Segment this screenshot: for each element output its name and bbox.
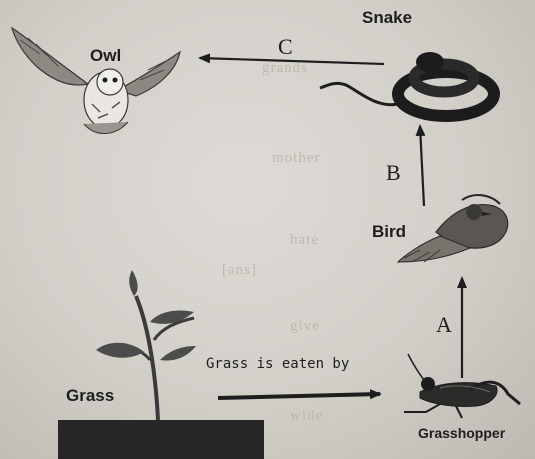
bird-illustration: [398, 195, 508, 262]
snake-illustration: [320, 52, 494, 116]
owl-label: Owl: [90, 46, 121, 66]
owl-illustration: [12, 28, 180, 134]
bird-label: Bird: [372, 222, 406, 242]
snake-label: Snake: [362, 8, 412, 28]
grass-arrow-line: [218, 394, 380, 398]
grass-eaten-caption: Grass is eaten by: [206, 356, 349, 372]
grass-label: Grass: [66, 386, 114, 406]
arrow-c-label: C: [278, 34, 293, 60]
arrow-b-line: [420, 126, 424, 206]
grasshopper-label: Grasshopper: [418, 425, 505, 441]
arrow-b-label: B: [386, 160, 401, 186]
arrow-a-label: A: [436, 312, 452, 338]
